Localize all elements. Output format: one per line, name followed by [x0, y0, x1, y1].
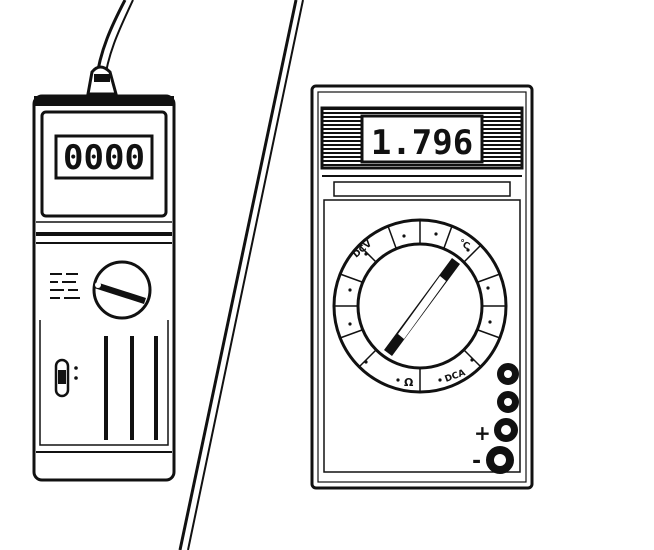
right-rotary-dial: DCV °C Ω DCA: [332, 218, 508, 394]
dial-label-ohm: Ω: [404, 376, 414, 389]
right-label-strip: [333, 181, 511, 197]
left-plug-band: [94, 74, 110, 82]
left-lower-panel: [39, 320, 169, 446]
diagonal-probe: [178, 0, 304, 550]
left-slide-switch: [54, 358, 78, 398]
left-lcd-readout: 0000: [63, 138, 145, 178]
right-jacks: + -: [472, 363, 519, 474]
jack-label-plus: +: [474, 421, 491, 445]
left-rotary-switch: [92, 260, 152, 320]
left-multimeter: 0000: [32, 0, 176, 482]
dial-label-temp: °C: [457, 238, 472, 252]
left-separator-2: [36, 242, 172, 244]
right-multimeter: 1.796: [310, 84, 534, 490]
left-top-edge: [34, 96, 174, 106]
left-lcd: [54, 134, 154, 180]
left-separator-1: [36, 232, 172, 236]
jack-label-minus: -: [472, 449, 481, 474]
left-range-labels: [50, 273, 80, 299]
right-lcd-readout: 1.796: [371, 123, 473, 163]
right-inner-border: [317, 91, 527, 483]
right-lcd: [360, 114, 484, 164]
